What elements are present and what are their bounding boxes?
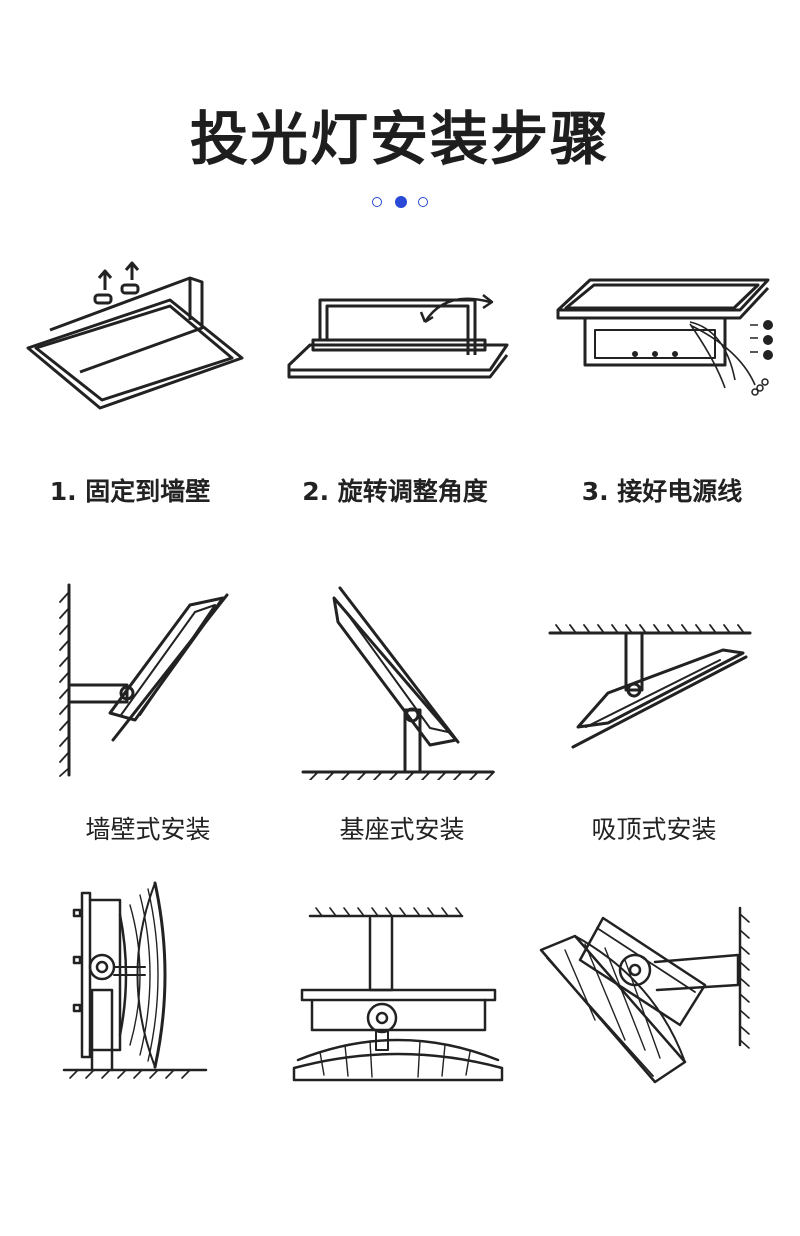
install-type-2-label: 基座式安装 xyxy=(339,815,465,844)
install-type-3-label: 吸顶式安装 xyxy=(591,815,717,844)
carousel-dots xyxy=(372,196,432,211)
wall-mount-illustration xyxy=(55,580,255,780)
step-1-label: 1. 固定到墙壁 xyxy=(49,477,211,506)
page-title: 投光灯安装步骤 xyxy=(189,105,610,173)
wall-mount-icon xyxy=(59,583,229,777)
ceiling-hang-lamp-icon xyxy=(292,907,504,1082)
wiring-icon xyxy=(556,278,773,396)
carousel-dot-3[interactable] xyxy=(418,197,428,207)
wall-arm-lamp-icon xyxy=(539,906,750,1084)
wall-fix-icon xyxy=(26,261,244,410)
install-type-1-label: 墙壁式安装 xyxy=(85,815,211,844)
ceiling-hang-illustration xyxy=(290,900,510,1090)
step-3-label: 3. 接好电源线 xyxy=(581,477,743,506)
wall-arm-illustration xyxy=(535,900,755,1090)
carousel-dot-1[interactable] xyxy=(372,197,382,207)
step-2-label: 2. 旋转调整角度 xyxy=(302,477,488,506)
ceiling-mount-icon xyxy=(548,624,752,749)
floor-stand-illustration xyxy=(60,875,210,1080)
step-1-illustration xyxy=(20,260,260,420)
ceiling-mount-illustration xyxy=(548,615,753,760)
floor-stand-lamp-icon xyxy=(62,881,208,1079)
carousel-dot-2[interactable] xyxy=(395,196,407,208)
step-3-illustration xyxy=(550,270,790,410)
base-mount-icon xyxy=(301,586,495,780)
rotate-angle-icon xyxy=(287,294,509,379)
base-mount-illustration xyxy=(298,580,498,780)
step-2-illustration xyxy=(285,280,515,390)
